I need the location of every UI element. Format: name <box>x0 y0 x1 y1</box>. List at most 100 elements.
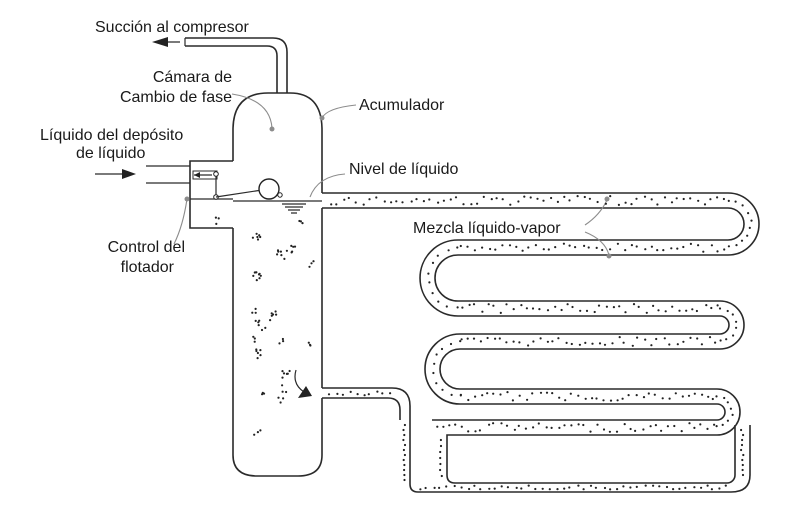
droplet <box>354 201 357 204</box>
droplet <box>424 486 427 490</box>
droplet <box>279 401 282 404</box>
droplet <box>456 246 459 249</box>
droplet <box>276 253 279 256</box>
droplet <box>706 484 709 487</box>
droplet <box>472 303 476 306</box>
droplet <box>589 484 593 487</box>
droplet <box>734 200 737 203</box>
droplet <box>687 394 691 397</box>
droplet <box>672 488 675 491</box>
droplet <box>647 392 650 395</box>
droplet <box>689 242 693 245</box>
droplet <box>723 396 726 400</box>
droplet <box>454 423 457 426</box>
droplet <box>356 393 359 396</box>
droplet <box>282 340 285 343</box>
droplet <box>526 398 529 401</box>
droplet <box>389 392 392 395</box>
droplet <box>495 197 498 200</box>
droplet <box>588 197 592 200</box>
droplet <box>741 468 744 472</box>
droplet <box>577 394 580 397</box>
droplet <box>486 336 489 340</box>
droplet <box>256 357 259 360</box>
droplet <box>609 248 612 251</box>
droplet <box>260 328 264 332</box>
droplet <box>298 219 301 223</box>
droplet <box>472 337 476 340</box>
droplet <box>623 423 626 426</box>
droplet <box>697 199 700 202</box>
droplet <box>579 309 582 312</box>
droplet <box>539 391 543 394</box>
droplet <box>748 226 751 229</box>
droplet <box>276 249 280 252</box>
droplet <box>442 425 445 428</box>
droplet <box>616 488 619 491</box>
droplet <box>454 196 458 199</box>
droplet <box>447 249 450 252</box>
label-float-line2: flotador <box>121 259 175 276</box>
droplet <box>403 423 406 427</box>
droplet <box>490 198 493 201</box>
droplet <box>470 203 473 206</box>
droplet <box>663 337 666 340</box>
droplet <box>718 307 722 310</box>
droplet <box>428 281 431 284</box>
droplet <box>731 313 734 316</box>
droplet <box>253 340 256 343</box>
droplet <box>684 486 687 489</box>
accumulator-body <box>232 92 323 477</box>
droplet <box>740 239 744 242</box>
droplet <box>449 198 452 201</box>
droplet <box>282 397 285 400</box>
droplet <box>542 199 545 202</box>
droplet <box>494 337 497 340</box>
droplet <box>508 244 512 247</box>
droplet <box>654 424 658 427</box>
droplet <box>290 244 293 247</box>
droplet <box>460 425 463 428</box>
droplet <box>499 311 502 314</box>
droplet <box>534 487 537 491</box>
droplet <box>560 308 563 312</box>
droplet <box>529 196 532 199</box>
droplet <box>624 201 627 204</box>
droplet <box>548 488 551 491</box>
droplet <box>308 265 311 268</box>
flow-arrow <box>294 369 312 398</box>
droplet <box>517 200 520 203</box>
droplet <box>461 306 464 309</box>
droplet <box>595 246 598 249</box>
droplet <box>402 458 405 462</box>
droplet <box>584 397 587 400</box>
droplet <box>571 305 574 309</box>
droplet <box>310 262 313 265</box>
droplet <box>707 395 710 398</box>
droplet <box>550 426 553 429</box>
droplet <box>632 303 636 306</box>
droplet <box>518 394 521 397</box>
droplet <box>682 340 685 343</box>
droplet <box>582 423 585 427</box>
label-liquid-in-line2: de líquido <box>76 145 145 162</box>
droplet <box>624 249 627 252</box>
droplet <box>602 428 606 431</box>
droplet <box>710 488 714 491</box>
droplet <box>719 339 722 342</box>
droplet <box>688 422 691 425</box>
droplet <box>563 195 566 198</box>
droplet <box>217 217 220 220</box>
droplet <box>277 396 280 399</box>
droplet <box>587 246 590 249</box>
droplet <box>636 336 639 339</box>
droplet <box>255 232 258 235</box>
droplet <box>678 487 681 490</box>
droplet <box>437 201 440 204</box>
droplet <box>629 486 632 489</box>
droplet <box>438 486 441 489</box>
droplet <box>381 392 384 395</box>
label-liquid-level: Nivel de líquido <box>349 161 459 178</box>
droplet <box>383 200 386 203</box>
droplet <box>642 428 645 431</box>
